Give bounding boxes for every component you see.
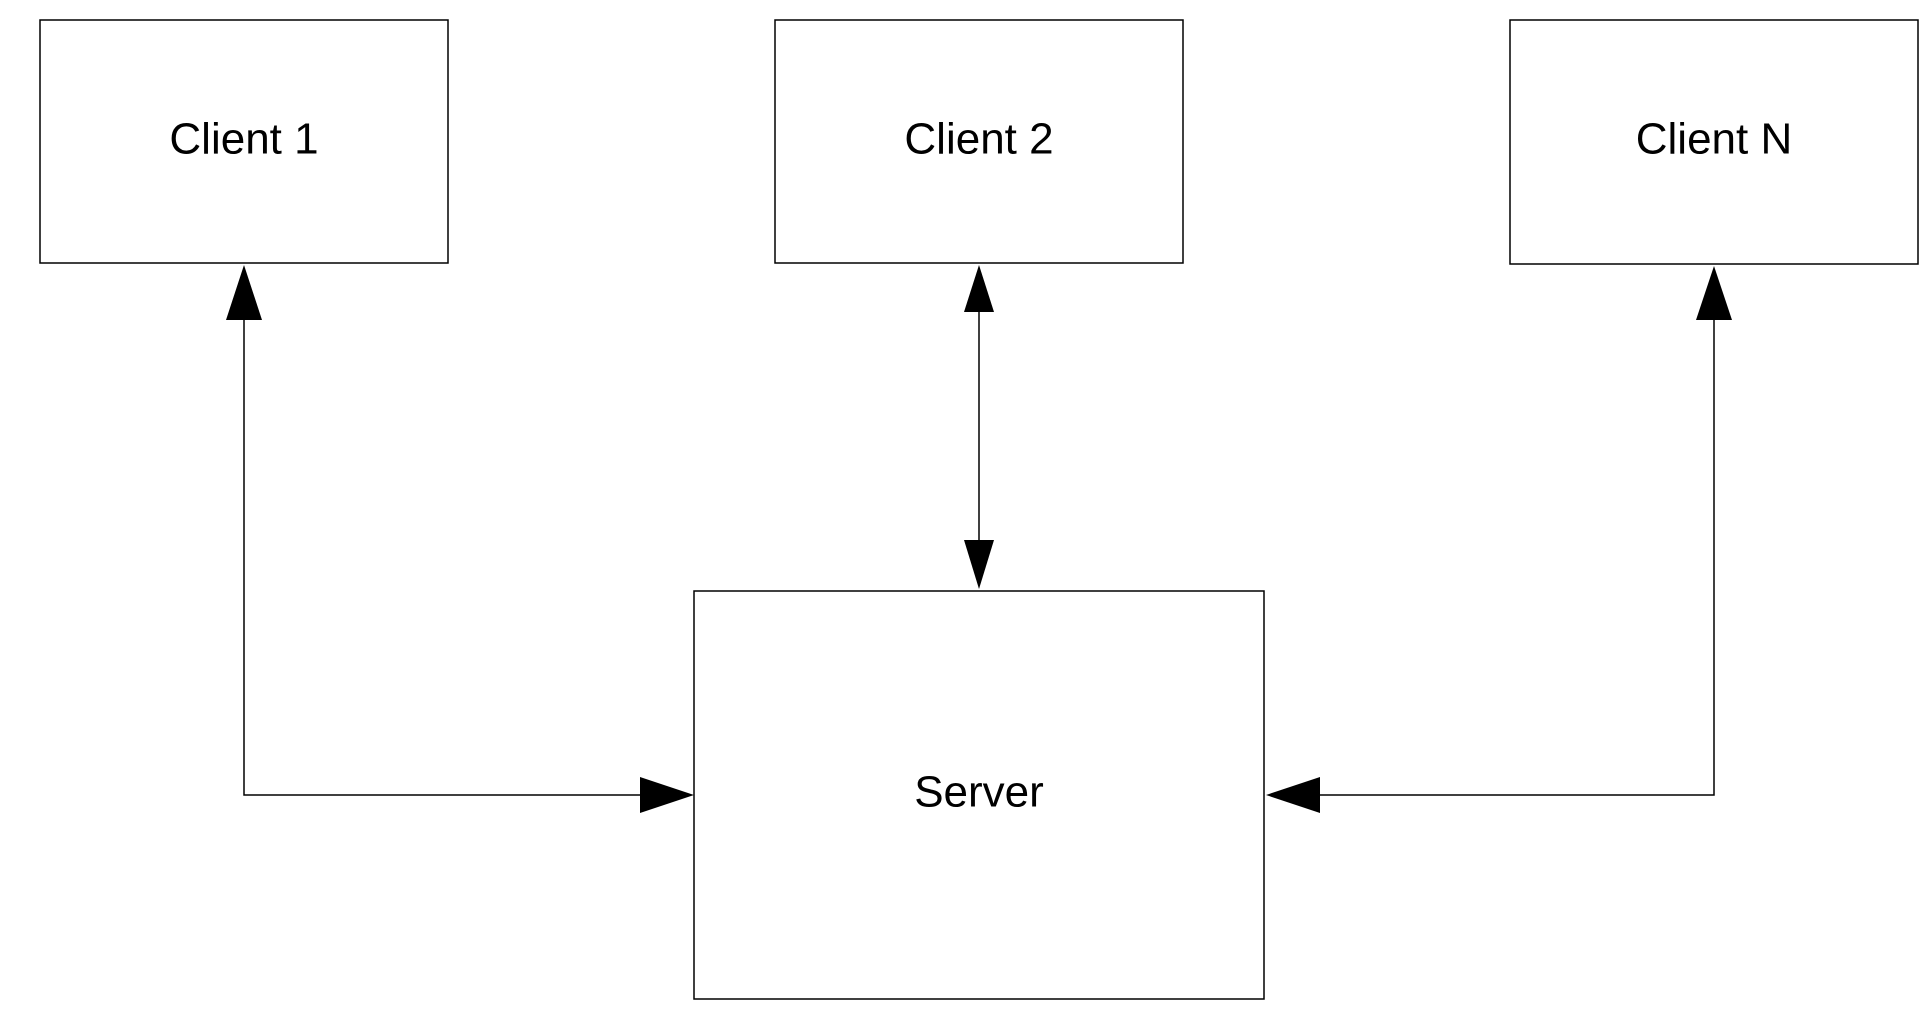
client-1-box: [39, 19, 449, 264]
client-n-box: [1509, 19, 1919, 265]
client-1-label: Client 1: [169, 115, 318, 164]
server-label: Server: [914, 768, 1044, 817]
connector-line: [1320, 320, 1715, 796]
client-1-node: Client 1: [39, 19, 449, 264]
arrowhead-up-icon: [1696, 266, 1732, 320]
server-node: Server: [693, 590, 1265, 1000]
arrowhead-left-icon: [1266, 777, 1320, 813]
arrowhead-up-icon: [226, 265, 262, 320]
connector-client-2-server: [964, 265, 994, 589]
connector-client-n-server: [1266, 266, 1732, 813]
connector-line: [243, 320, 640, 796]
arrowhead-right-icon: [640, 777, 694, 813]
client-n-label: Client N: [1636, 115, 1793, 164]
client-2-box: [774, 19, 1184, 264]
client-n-node: Client N: [1509, 19, 1919, 265]
server-box: [693, 590, 1265, 1000]
client-2-node: Client 2: [774, 19, 1184, 264]
connector-client-1-server: [226, 265, 694, 813]
client-2-label: Client 2: [904, 115, 1053, 164]
arrowhead-up-icon: [964, 265, 994, 312]
arrowhead-down-icon: [964, 540, 994, 589]
